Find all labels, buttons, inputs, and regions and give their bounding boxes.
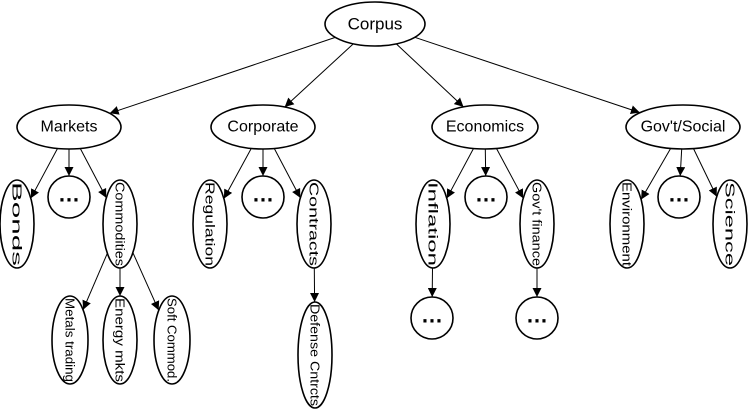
node-defense-cntrcts-shape: [297, 301, 333, 409]
node-energy-mkts-label: Energy mkts: [113, 298, 128, 383]
edge-arrow: [273, 148, 301, 199]
node-commodities: Commodities: [102, 179, 138, 269]
node-defense-cntrcts-label: Defense Cntrcts: [308, 304, 323, 407]
node-inflation: Inflation: [415, 179, 451, 269]
node-contracts-shape: [296, 179, 332, 269]
ellipsis-node-label: …: [252, 182, 274, 207]
node-gov-t-social-shape: [625, 104, 741, 150]
ellipsis-node-shape: [241, 175, 285, 219]
edge-arrow: [109, 36, 336, 115]
node-inflation-shape: [415, 179, 451, 269]
edge-arrow: [693, 148, 718, 197]
node-science-shape: [712, 179, 748, 269]
node-economics-shape: [431, 104, 539, 150]
edge-arrow: [414, 36, 641, 115]
ellipsis-node: …: [515, 296, 559, 340]
ellipsis-node-label: …: [475, 182, 497, 207]
edge-arrow: [446, 148, 474, 199]
ellipsis-node: …: [47, 175, 91, 219]
node-gov-t-social: Gov't/Social: [625, 104, 741, 150]
node-gov-t-finance-label: Gov't finance: [530, 182, 545, 266]
node-science-label: Science: [723, 182, 738, 266]
node-environment: Environment: [609, 179, 645, 269]
node-energy-mkts-shape: [102, 295, 138, 385]
node-commodities-shape: [102, 179, 138, 269]
node-environment-label: Environment: [620, 182, 635, 266]
edge-arrow: [223, 148, 252, 199]
node-corporate-shape: [210, 104, 316, 150]
node-environment-shape: [609, 179, 645, 269]
node-gov-t-finance-shape: [519, 179, 555, 269]
edge-arrow: [640, 148, 672, 200]
node-markets-label: Markets: [41, 119, 98, 136]
ellipsis-node-label: …: [421, 303, 443, 328]
ellipsis-node-shape: [657, 175, 701, 219]
node-bonds-shape: [0, 179, 35, 269]
node-commodities-label: Commodities: [113, 182, 128, 267]
root-node-shape: [324, 1, 426, 47]
ellipsis-node: …: [410, 296, 454, 340]
ellipsis-node-label: …: [526, 303, 548, 328]
node-bonds: Bonds: [0, 179, 35, 269]
edge-arrow: [284, 43, 354, 108]
node-corporate: Corporate: [210, 104, 316, 150]
node-soft-commod: Soft Commod.: [153, 295, 191, 385]
node-regulation-label: Regulation: [203, 182, 218, 266]
root-node-label: Corpus: [348, 15, 403, 34]
ellipsis-node-shape: [515, 296, 559, 340]
ellipsis-node-shape: [47, 175, 91, 219]
node-markets-shape: [16, 104, 122, 150]
node-regulation-shape: [192, 179, 228, 269]
node-contracts: Contracts: [296, 179, 332, 269]
node-markets: Markets: [16, 104, 122, 150]
node-science: Science: [712, 179, 748, 269]
node-regulation: Regulation: [192, 179, 228, 269]
edges: [30, 36, 718, 311]
edge-arrow: [132, 252, 160, 311]
node-inflation-label: Inflation: [426, 182, 441, 266]
edge-arrow: [79, 148, 107, 199]
ellipsis-node-shape: [410, 296, 454, 340]
ellipsis-node-shape: [464, 175, 508, 219]
node-contracts-label: Contracts: [307, 182, 322, 267]
node-metals-trading-shape: [51, 295, 89, 385]
ellipsis-node: …: [241, 175, 285, 219]
node-energy-mkts: Energy mkts: [102, 295, 138, 385]
ellipsis-node-label: …: [668, 182, 690, 207]
edge-arrow: [82, 253, 108, 310]
root-node: Corpus: [324, 1, 426, 47]
node-soft-commod-shape: [153, 295, 191, 385]
node-gov-t-social-label: Gov't/Social: [641, 119, 726, 136]
node-defense-cntrcts: Defense Cntrcts: [297, 301, 333, 409]
node-bonds-label: Bonds: [10, 182, 25, 267]
node-economics: Economics: [431, 104, 539, 150]
edge-arrow: [395, 43, 464, 108]
node-economics-label: Economics: [446, 119, 524, 136]
ellipsis-node: …: [657, 175, 701, 219]
ellipsis-node-label: …: [58, 182, 80, 207]
node-soft-commod-label: Soft Commod.: [165, 298, 180, 382]
edge-arrow: [496, 148, 524, 199]
edge-arrow: [676, 148, 686, 177]
ellipsis-node: …: [464, 175, 508, 219]
node-metals-trading: Metals trading: [51, 295, 89, 385]
node-metals-trading-label: Metals trading: [63, 298, 78, 382]
node-corporate-label: Corporate: [227, 119, 298, 136]
node-gov-t-finance: Gov't finance: [519, 179, 555, 269]
edge-arrow: [30, 148, 58, 199]
